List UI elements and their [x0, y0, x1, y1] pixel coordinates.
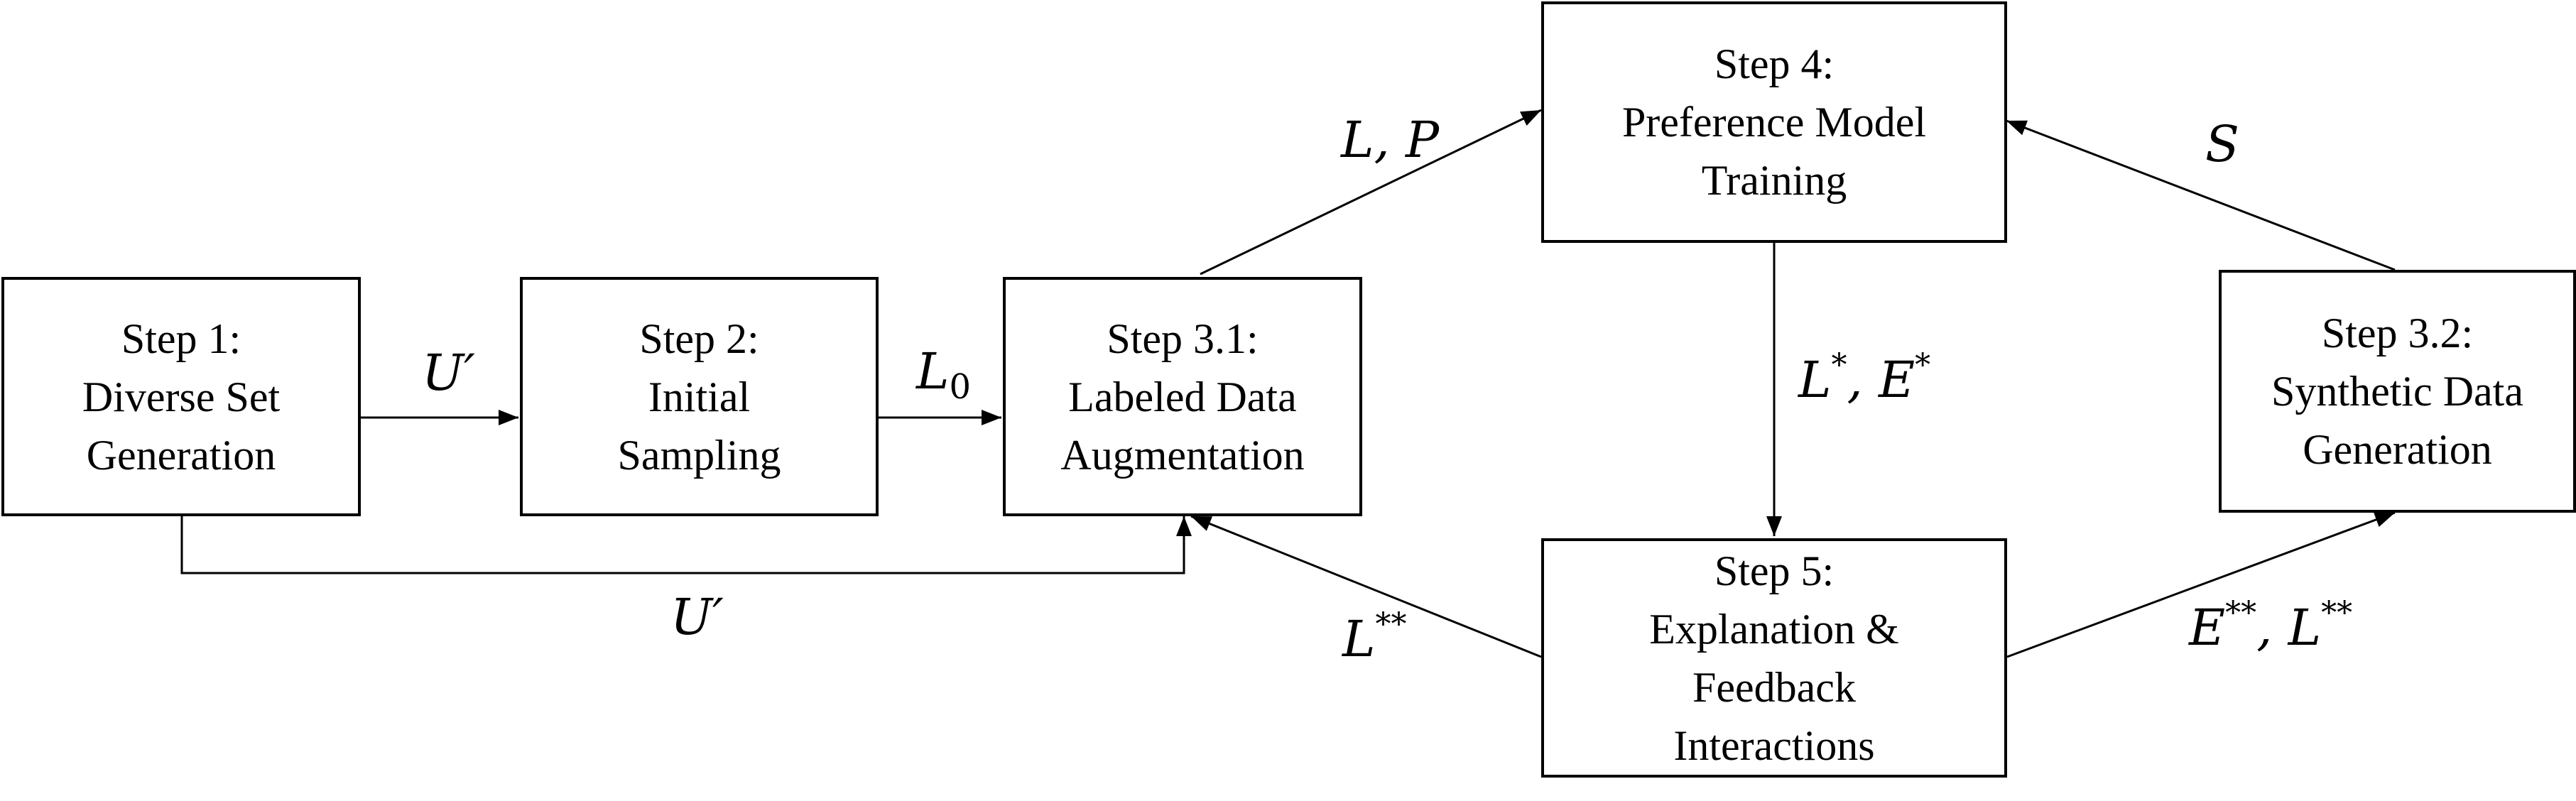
step3-1-line-3: Augmentation [1060, 431, 1305, 479]
edge-label-step1-to-step2: U′ [422, 348, 475, 398]
step3-2-line-2: Synthetic Data [2271, 368, 2523, 415]
edge-label-e-double-star-sup: ** [2225, 595, 2257, 631]
edge-label-step5-to-step3-2: E**, L** [2189, 598, 2352, 653]
edge-label-l-double-star-sup: ** [1375, 606, 1407, 643]
edge-label-u-prime-bottom: U′ [670, 588, 724, 646]
edge-label-step4-to-step5: L*, E* [1798, 350, 1930, 405]
step3-1-line-1: Step 3.1: [1107, 315, 1259, 362]
step3-1-line-2: Labeled Data [1068, 373, 1297, 420]
step5-line-1: Step 5: [1714, 547, 1835, 594]
step3-2-line-3: Generation [2303, 426, 2492, 473]
step5-line-3: Feedback [1692, 663, 1856, 711]
step4-box: Step 4: Preference Model Training [1541, 1, 2007, 243]
edge-label-step5-to-step3-1: L** [1342, 606, 1407, 665]
edge-label-e-star: , E [1847, 351, 1915, 409]
arrow-step1-to-step3-1-bypass [180, 516, 1192, 574]
step5-line-2: Explanation & [1649, 605, 1899, 653]
arrow-step5-to-step3-1 [1190, 515, 1542, 658]
arrow-step3-2-to-step4 [2006, 119, 2396, 271]
edge-label-e-star-sup: * [1915, 347, 1931, 383]
edge-label-l-double-star-right: , L [2256, 599, 2322, 657]
edge-label-u-prime-top: U′ [422, 344, 475, 402]
step5-box: Step 5: Explanation & Feedback Interacti… [1541, 538, 2007, 778]
step3-2-line-1: Step 3.2: [2321, 310, 2474, 356]
edge-label-l0-main: L [916, 342, 950, 400]
edge-label-l0-subscript: 0 [949, 367, 972, 407]
step2-line-3: Sampling [617, 431, 781, 479]
edge-label-l-p: L, P [1341, 111, 1440, 169]
edge-label-l-star-sup: * [1831, 347, 1847, 383]
step3-1-box: Step 3.1: Labeled Data Augmentation [1003, 277, 1362, 516]
arrow-step3-1-to-step4 [1200, 109, 1542, 276]
step3-2-box: Step 3.2: Synthetic Data Generation [2219, 270, 2576, 513]
edge-label-step1-to-step3-1: U′ [670, 592, 724, 642]
step5-line-4: Interactions [1673, 721, 1875, 769]
edge-label-l-double-star: L [1342, 610, 1376, 668]
edge-label-l-star: L [1798, 351, 1832, 409]
edge-label-step3-1-to-step4: L, P [1341, 115, 1439, 165]
step2-line-2: Initial [648, 373, 751, 420]
step2-line-1: Step 2: [639, 315, 759, 362]
step1-line-1: Step 1: [121, 315, 241, 362]
edge-label-e-double-star: E [2189, 599, 2226, 657]
edge-label-step3-2-to-step4: S [2205, 119, 2239, 169]
step1-line-2: Diverse Set [82, 373, 281, 420]
step4-line-1: Step 4: [1714, 40, 1835, 87]
step4-line-3: Training [1701, 157, 1847, 204]
step2-box: Step 2: Initial Sampling [520, 277, 879, 516]
edge-label-step2-to-step3-1: L0 [916, 347, 971, 404]
arrow-step5-to-step3-2 [2006, 511, 2396, 658]
step1-box: Step 1: Diverse Set Generation [1, 277, 361, 516]
edge-label-l-double-star-right-sup: ** [2321, 595, 2353, 631]
step4-line-2: Preference Model [1621, 99, 1927, 146]
step1-line-3: Generation [86, 431, 276, 479]
edge-label-s: S [2205, 115, 2239, 173]
